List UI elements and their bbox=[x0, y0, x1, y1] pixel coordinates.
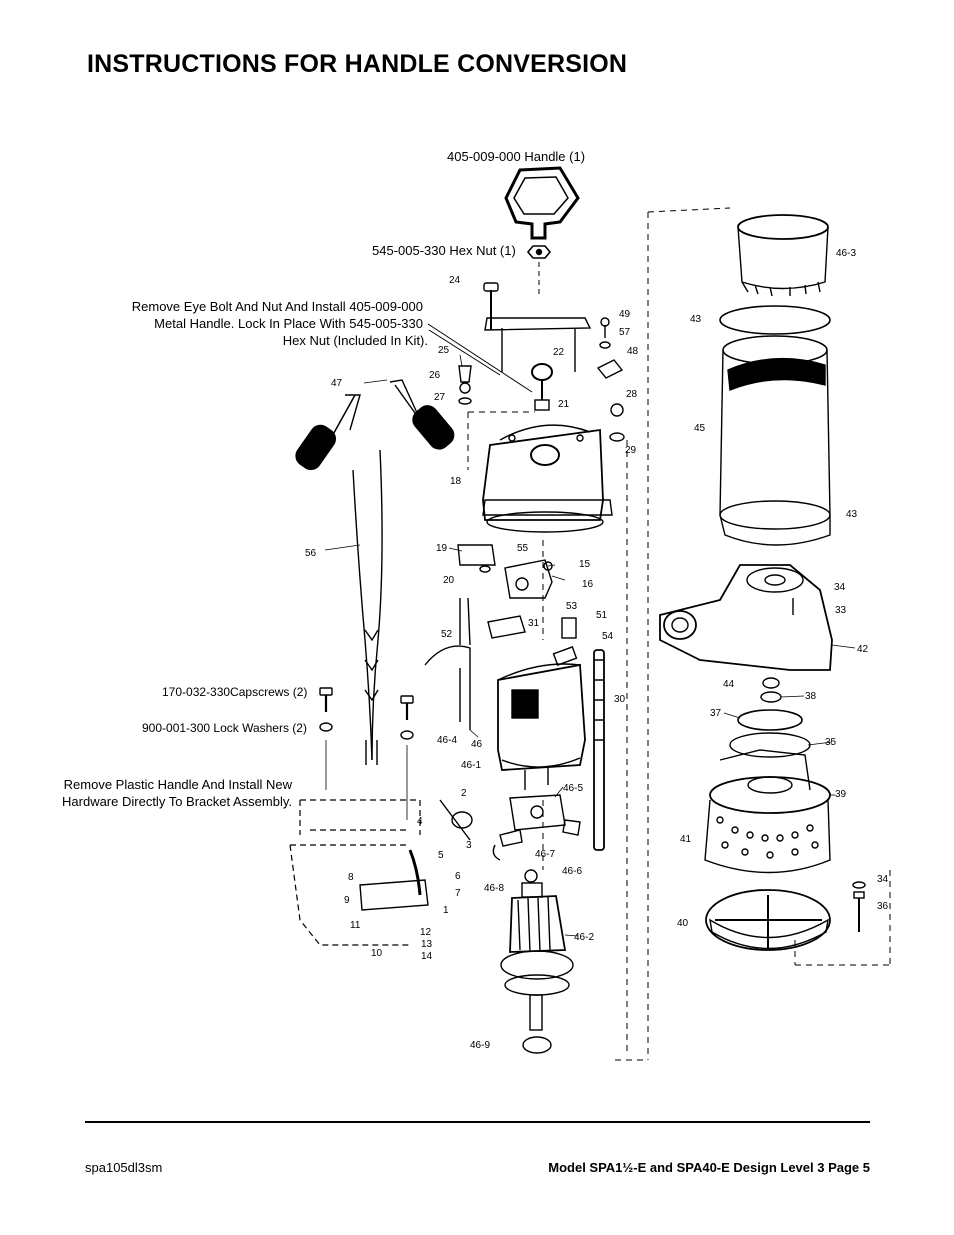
part-number-34-lower: 34 bbox=[877, 874, 889, 885]
part-number-54: 54 bbox=[602, 631, 614, 642]
callout-remove-eye-bolt-line2: Metal Handle. Lock In Place With 545-005… bbox=[154, 316, 423, 331]
part-number-24: 24 bbox=[449, 275, 461, 286]
part-number-21: 21 bbox=[558, 399, 570, 410]
part-number-55: 55 bbox=[517, 543, 529, 554]
part-number-45: 45 bbox=[694, 423, 706, 434]
part-number-46: 46 bbox=[471, 739, 483, 750]
part-number-42: 42 bbox=[857, 644, 869, 655]
part-number-5: 5 bbox=[438, 850, 444, 861]
footer-doc-code: spa105dl3sm bbox=[85, 1160, 163, 1175]
part-number-48: 48 bbox=[627, 346, 639, 357]
part-number-39: 39 bbox=[835, 789, 847, 800]
part-number-3: 3 bbox=[466, 840, 472, 851]
part-number-35: 35 bbox=[825, 737, 837, 748]
callout-remove-eye-bolt-line3: Hex Nut (Included In Kit). bbox=[282, 333, 428, 348]
part-number-44: 44 bbox=[723, 679, 735, 690]
footer-model-page: Model SPA1½-E and SPA40-E Design Level 3… bbox=[548, 1160, 870, 1175]
part-number-1: 1 bbox=[443, 905, 449, 916]
part-number-46-7: 46-7 bbox=[535, 849, 555, 860]
plastic-handle-outline bbox=[289, 799, 421, 946]
part-number-13: 13 bbox=[421, 939, 433, 950]
part-number-14: 14 bbox=[421, 951, 433, 962]
callout-remove-plastic-line2: Hardware Directly To Bracket Assembly. bbox=[62, 794, 292, 809]
shell-tube-illustration bbox=[719, 214, 831, 546]
part-number-7: 7 bbox=[455, 888, 461, 899]
part-number-28: 28 bbox=[626, 389, 638, 400]
part-number-6: 6 bbox=[455, 871, 461, 882]
part-number-8: 8 bbox=[348, 872, 354, 883]
part-number-34-upper: 34 bbox=[834, 582, 846, 593]
part-number-49: 49 bbox=[619, 309, 631, 320]
hex-nut-illustration bbox=[526, 245, 552, 259]
part-number-19: 19 bbox=[436, 543, 448, 554]
volute-housing-illustration bbox=[659, 564, 833, 671]
part-number-9: 9 bbox=[344, 895, 350, 906]
part-number-46-4: 46-4 bbox=[437, 735, 457, 746]
part-number-30: 30 bbox=[614, 694, 626, 705]
motor-stator-illustration bbox=[497, 663, 586, 790]
callout-capscrews: 170-032-330Capscrews (2) bbox=[162, 685, 308, 699]
part-number-46-2: 46-2 bbox=[574, 932, 594, 943]
part-number-2: 2 bbox=[461, 788, 467, 799]
callout-remove-plastic-line1: Remove Plastic Handle And Install New bbox=[63, 777, 292, 792]
footer-divider bbox=[85, 1121, 870, 1123]
part-number-40: 40 bbox=[677, 918, 689, 929]
page-title: INSTRUCTIONS FOR HANDLE CONVERSION bbox=[87, 50, 628, 78]
part-number-38: 38 bbox=[805, 691, 817, 702]
part-number-33: 33 bbox=[835, 605, 847, 616]
callout-remove-eye-bolt-line1: Remove Eye Bolt And Nut And Install 405-… bbox=[131, 299, 423, 314]
impeller-stack-illustration bbox=[704, 677, 831, 951]
part-number-46-9: 46-9 bbox=[470, 1040, 490, 1051]
part-number-56: 56 bbox=[305, 548, 317, 559]
part-number-46-1: 46-1 bbox=[461, 760, 481, 771]
battery-clip-cords-illustration bbox=[295, 379, 455, 765]
part-number-29: 29 bbox=[625, 445, 637, 456]
part-number-20: 20 bbox=[443, 575, 455, 586]
part-number-46-3: 46-3 bbox=[836, 248, 856, 259]
part-number-10: 10 bbox=[371, 948, 383, 959]
part-number-46-6: 46-6 bbox=[562, 866, 582, 877]
part-number-52: 52 bbox=[441, 629, 453, 640]
part-number-15: 15 bbox=[579, 559, 591, 570]
part-number-27: 27 bbox=[434, 392, 446, 403]
part-number-46-5: 46-5 bbox=[563, 783, 583, 794]
metal-handle-illustration bbox=[504, 166, 580, 240]
part-number-25: 25 bbox=[438, 345, 450, 356]
part-number-18: 18 bbox=[450, 476, 462, 487]
part-number-16: 16 bbox=[582, 579, 594, 590]
motor-housing-illustration bbox=[482, 424, 613, 533]
callout-lock-washers: 900-001-300 Lock Washers (2) bbox=[142, 721, 307, 735]
part-number-46-8: 46-8 bbox=[484, 883, 504, 894]
part-number-11: 11 bbox=[350, 920, 361, 931]
part-number-37: 37 bbox=[710, 708, 722, 719]
part-number-26: 26 bbox=[429, 370, 441, 381]
part-number-53: 53 bbox=[566, 601, 578, 612]
part-number-31: 31 bbox=[528, 618, 540, 629]
part-number-4: 4 bbox=[417, 816, 423, 827]
part-number-22: 22 bbox=[553, 347, 565, 358]
armature-illustration bbox=[500, 869, 574, 1054]
part-number-43-bottom: 43 bbox=[846, 509, 858, 520]
part-number-12: 12 bbox=[420, 927, 432, 938]
part-number-47: 47 bbox=[331, 378, 343, 389]
part-number-43-top: 43 bbox=[690, 314, 702, 325]
callout-handle: 405-009-000 Handle (1) bbox=[447, 149, 586, 164]
callout-hex-nut: 545-005-330 Hex Nut (1) bbox=[372, 243, 516, 258]
part-number-51: 51 bbox=[596, 610, 608, 621]
part-number-57: 57 bbox=[619, 327, 631, 338]
part-number-36: 36 bbox=[877, 901, 889, 912]
part-number-41: 41 bbox=[680, 834, 692, 845]
